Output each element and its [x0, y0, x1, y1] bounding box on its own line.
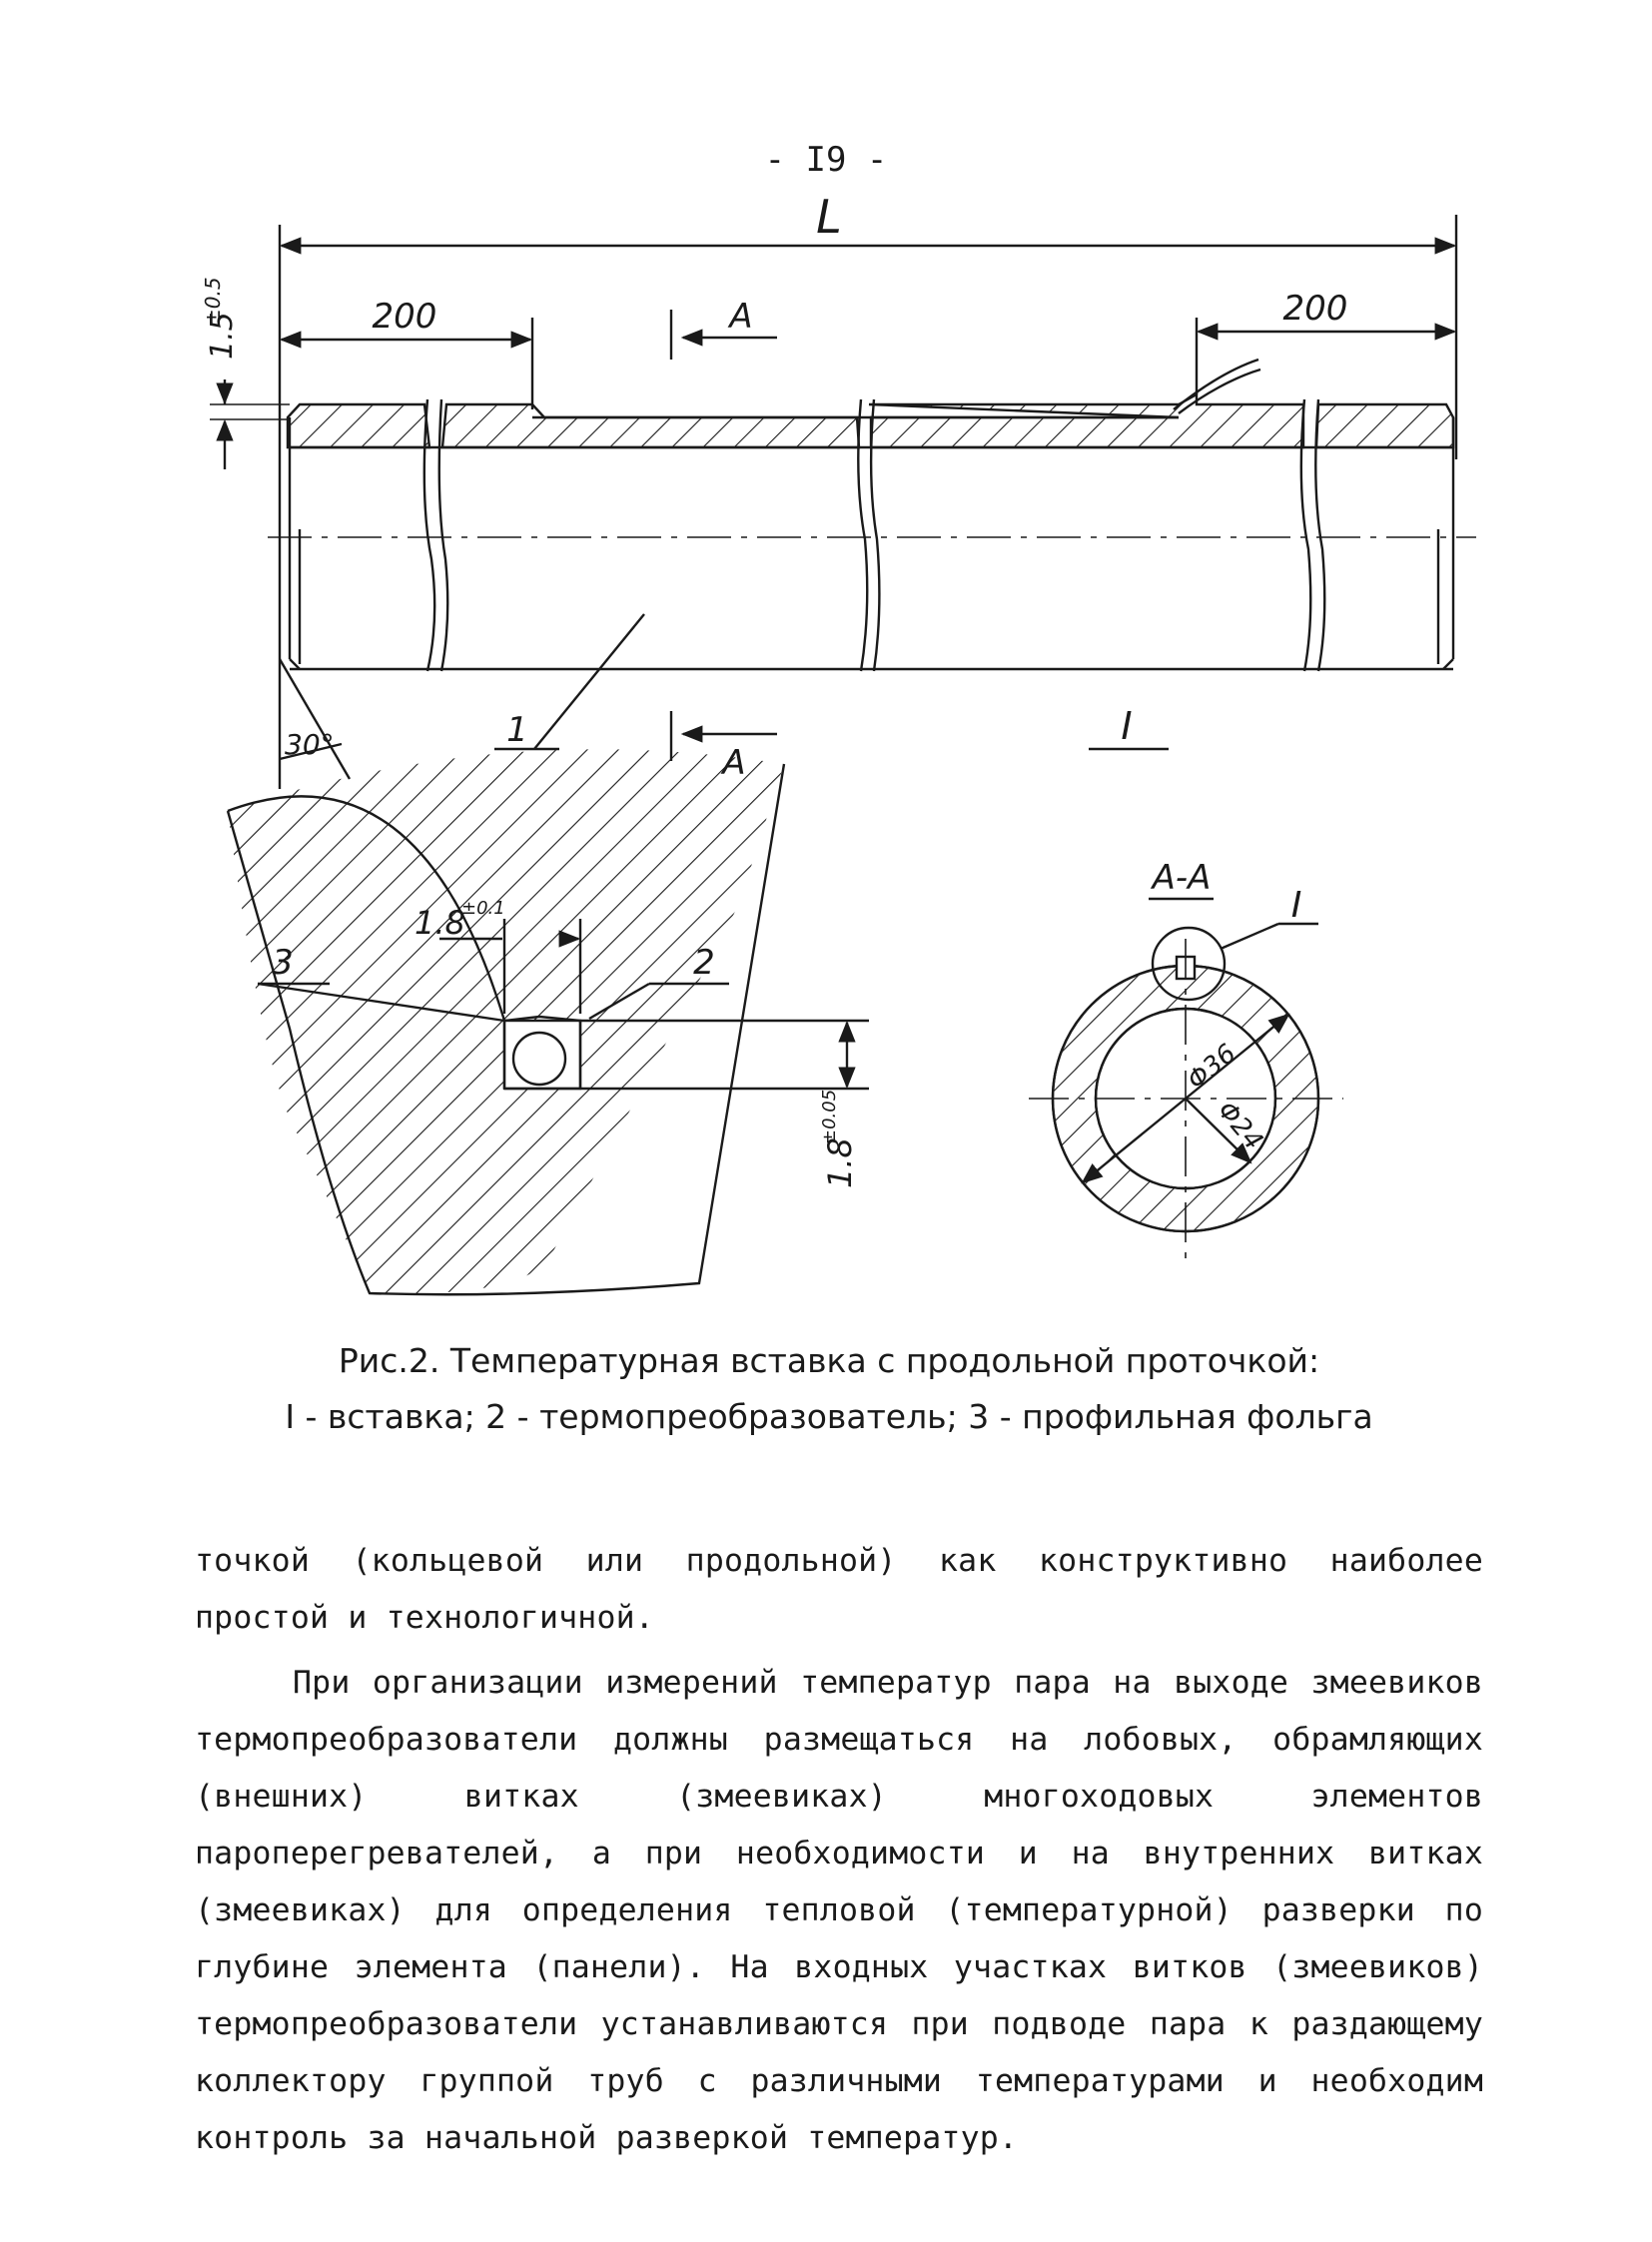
chamfer-angle: 30° — [285, 728, 335, 761]
section-view-a-a — [1029, 897, 1343, 1258]
longitudinal-view — [210, 215, 1476, 789]
callout-part-3: 3 — [272, 943, 294, 983]
section-title: A-A — [1151, 858, 1212, 898]
figure-caption: Рис.2. Температурная вставка с продольно… — [180, 1333, 1478, 1445]
callout-part-1: 1 — [506, 710, 528, 750]
caption-line-2: I - вставка; 2 - термопреобразователь; 3… — [285, 1397, 1373, 1436]
section-mark-top: A — [727, 297, 752, 337]
paragraph-2: При организации измерений температур пар… — [195, 1665, 1483, 2156]
dim-left-200: 200 — [373, 297, 437, 337]
body-text: точкой (кольцевой или продольной) как ко… — [195, 1533, 1483, 2167]
page-number: - I9 - — [764, 140, 888, 180]
dim-groove-depth: 1.5 — [205, 312, 240, 360]
dim-groove-height: 1.8 — [821, 1137, 859, 1188]
detail-mark-section: I — [1291, 885, 1302, 926]
paragraph-1: точкой (кольцевой или продольной) как ко… — [195, 1543, 1483, 1636]
technical-drawing: L 200 200 1.5 ±0.5 A A 30° 1 I 1.8 ±0.1 … — [201, 190, 1476, 1296]
callout-part-2: 2 — [693, 943, 715, 983]
detail-view — [226, 749, 869, 1296]
dim-groove-width-tolerance: ±0.1 — [461, 898, 505, 919]
caption-line-1: Рис.2. Температурная вставка с продольно… — [338, 1341, 1320, 1380]
dim-right-200: 200 — [1283, 289, 1348, 329]
dim-groove-height-tolerance: ±0.05 — [819, 1090, 840, 1144]
dim-total-length: L — [816, 190, 842, 244]
dim-groove-width: 1.8 — [414, 904, 465, 942]
detail-mark-longitudinal: I — [1121, 704, 1132, 748]
section-mark-bottom: A — [720, 743, 745, 783]
dim-groove-depth-tolerance: ±0.5 — [201, 277, 225, 326]
